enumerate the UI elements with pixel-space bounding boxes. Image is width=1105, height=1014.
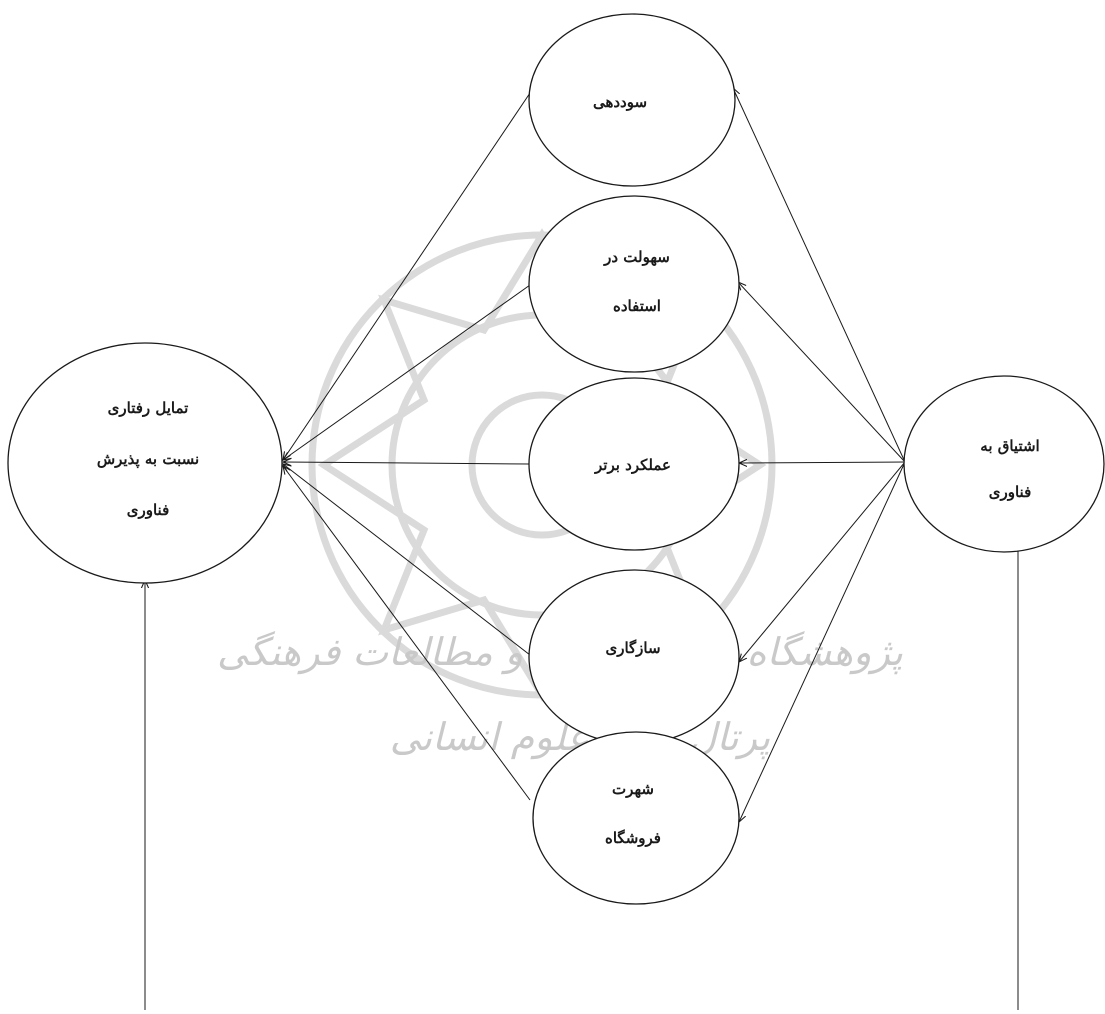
node-reputation: شهرت فروشگاه <box>532 731 740 905</box>
node-reputation-line-1: شهرت <box>612 780 654 798</box>
node-compatibility: سازگاری <box>528 569 740 745</box>
node-intention-line-2: نسبت به پذیرش <box>97 450 199 469</box>
edge-ease-to-intention <box>283 284 531 460</box>
edge-enthusiasm-to-profit <box>733 88 906 463</box>
edge-performance-to-intention <box>283 462 531 464</box>
node-ease: سهولت در استفاده <box>528 195 740 373</box>
node-performance-label: عملکرد برتر <box>594 456 671 474</box>
node-profit: سوددهی <box>528 13 736 187</box>
edge-enthusiasm-to-compatibility <box>739 461 906 662</box>
node-ease-line-2: استفاده <box>613 297 661 315</box>
edge-reputation-to-intention <box>283 466 531 801</box>
node-enthusiasm: اشتیاق به فناوری <box>903 375 1105 553</box>
node-ease-line-1: سهولت در <box>603 248 670 266</box>
node-intention-line-1: تمایل رفتاری <box>108 399 189 417</box>
node-enthusiasm-line-2: فناوری <box>989 483 1032 501</box>
edge-compatibility-to-intention <box>283 464 531 656</box>
node-reputation-line-2: فروشگاه <box>605 829 661 847</box>
node-intention-line-3: فناوری <box>127 501 170 519</box>
edge-enthusiasm-to-performance <box>739 462 906 463</box>
edge-enthusiasm-to-reputation <box>739 461 906 822</box>
edge-profit-to-intention <box>283 92 531 460</box>
node-compatibility-label: سازگاری <box>605 639 660 657</box>
node-profit-label: سوددهی <box>593 93 647 111</box>
node-performance: عملکرد برتر <box>528 377 740 551</box>
edge-enthusiasm-to-ease <box>738 282 906 463</box>
node-intention: تمایل رفتاری نسبت به پذیرش فناوری <box>7 342 283 584</box>
node-enthusiasm-line-1: اشتیاق به <box>980 437 1039 455</box>
